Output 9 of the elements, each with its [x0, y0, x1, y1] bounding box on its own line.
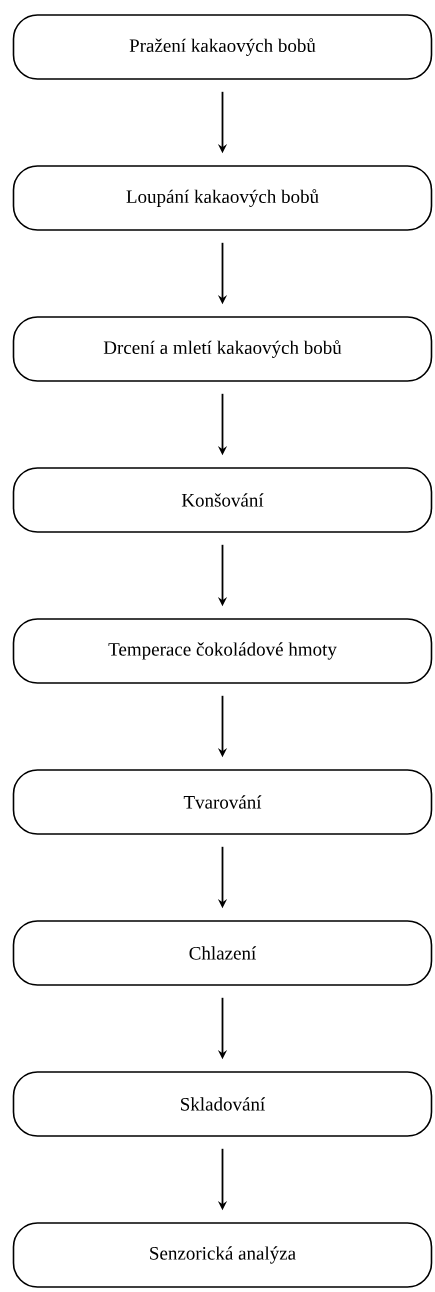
- process-box: Tvarování: [12, 769, 433, 835]
- process-box: Skladování: [12, 1071, 433, 1137]
- process-box: Konšování: [12, 467, 433, 533]
- process-box: Loupání kakaových bobů: [12, 165, 433, 231]
- process-box: Pražení kakaových bobů: [12, 14, 433, 80]
- process-box: Drcení a mletí kakaových bobů: [12, 316, 433, 382]
- process-box: Temperace čokoládové hmoty: [12, 618, 433, 684]
- process-box: Chlazení: [12, 920, 433, 986]
- process-box: Senzorická analýza: [12, 1222, 433, 1288]
